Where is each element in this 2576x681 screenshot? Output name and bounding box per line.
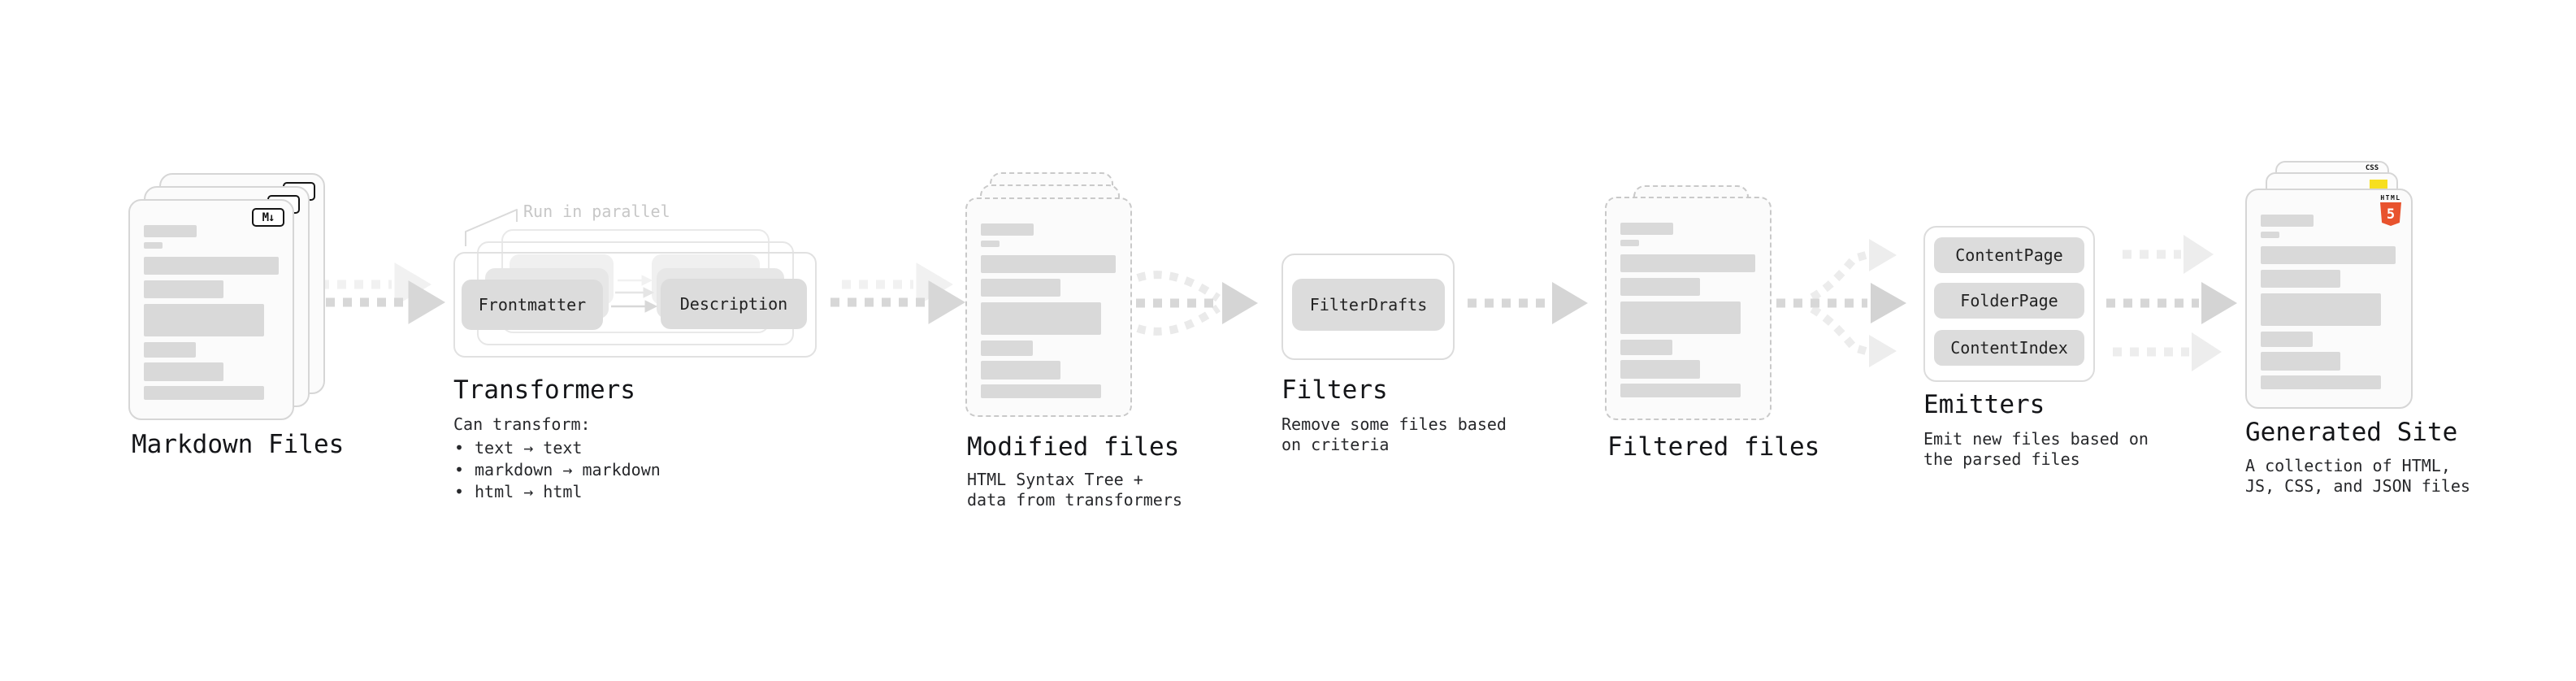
markdown-logo-icon: M↓ — [252, 208, 284, 227]
stage-title-markdown-files: Markdown Files — [132, 430, 345, 459]
desc-heading: Can transform: — [453, 414, 591, 434]
filters-description: Remove some files based on criteria — [1281, 414, 1507, 455]
stage-generated-site: CSS HTML 5 Generated Site A collection o… — [2245, 161, 2538, 510]
transformer-run-box-front — [453, 252, 817, 358]
frontmatter-pill: Frontmatter — [462, 280, 603, 330]
bullet-icon: • — [453, 460, 465, 479]
bullet-item: • text → text — [453, 438, 661, 458]
javascript-logo-icon — [2370, 180, 2387, 189]
html-document-front: HTML 5 — [2245, 189, 2413, 409]
generated-site-description: A collection of HTML, JS, CSS, and JSON … — [2245, 456, 2470, 497]
html5-logo-icon: HTML 5 — [2379, 194, 2403, 226]
desc-line: HTML Syntax Tree + — [967, 470, 1143, 489]
desc-line: A collection of HTML, — [2245, 456, 2451, 475]
stage-title-emitters: Emitters — [1923, 390, 2045, 419]
document-text-placeholder — [967, 199, 1130, 415]
annotation-connector-icon — [465, 209, 518, 246]
pill-flow-arrows-icon — [611, 275, 658, 313]
stage-title-modified-files: Modified files — [967, 432, 1180, 462]
html5-logo-number: 5 — [2386, 206, 2396, 223]
desc-line: the parsed files — [1923, 449, 2080, 469]
run-in-parallel-annotation: Run in parallel — [523, 202, 670, 221]
transformers-description: Can transform: • text → text • markdown … — [453, 414, 661, 502]
arrow-markdown-to-transformers-icon — [309, 262, 445, 324]
contentpage-pill: ContentPage — [1934, 237, 2084, 273]
bullet-text: markdown → markdown — [475, 460, 661, 479]
stage-title-generated-site: Generated Site — [2245, 418, 2458, 447]
contentindex-pill: ContentIndex — [1934, 330, 2084, 366]
arrow-filters-to-filtered-icon — [1468, 282, 1588, 324]
modified-document-front — [965, 197, 1132, 417]
modified-files-description: HTML Syntax Tree + data from transformer… — [967, 470, 1182, 510]
desc-line: Remove some files based — [1281, 414, 1507, 434]
stage-title-transformers: Transformers — [453, 375, 635, 405]
stage-markdown-files: M↓ M↓ M↓ Markdown Files — [128, 173, 421, 498]
description-pill: Description — [661, 279, 807, 329]
desc-line: Emit new files based on — [1923, 429, 2149, 449]
css-logo-text: CSS — [2365, 164, 2379, 172]
stage-emitters: ContentPage FolderPage ContentIndex Emit… — [1923, 226, 2151, 502]
markdown-document-front: M↓ — [128, 199, 294, 420]
filtered-document-front — [1605, 197, 1772, 420]
stage-filters: FilterDrafts Filters Remove some files b… — [1281, 254, 1509, 497]
folderpage-pill: FolderPage — [1934, 283, 2084, 319]
bullet-item: • html → html — [453, 482, 661, 502]
arrow-emitters-to-site-icon — [2106, 235, 2237, 371]
desc-line: on criteria — [1281, 435, 1390, 454]
bullet-item: • markdown → markdown — [453, 460, 661, 480]
bullet-icon: • — [453, 482, 465, 501]
stage-title-filters: Filters — [1281, 375, 1388, 405]
emitters-description: Emit new files based on the parsed files — [1923, 429, 2149, 470]
document-text-placeholder — [2247, 190, 2411, 407]
arrow-split-to-emitters-icon — [1776, 239, 1906, 367]
stage-modified-files: Modified files HTML Syntax Tree + data f… — [965, 172, 1234, 514]
desc-line: data from transformers — [967, 490, 1182, 510]
html5-logo-text: HTML — [2380, 194, 2401, 202]
document-text-placeholder — [1607, 198, 1770, 419]
arrow-merge-to-filters-icon — [1136, 271, 1258, 336]
document-text-placeholder — [130, 201, 293, 419]
desc-line: JS, CSS, and JSON files — [2245, 476, 2470, 496]
arrow-transformers-to-modified-icon — [830, 262, 965, 324]
bullet-text: html → html — [475, 482, 583, 501]
stage-transformers: Run in parallel Frontmatter Description … — [453, 199, 835, 540]
stage-filtered-files: Filtered files — [1605, 185, 1849, 510]
bullet-text: text → text — [475, 438, 583, 458]
filterdrafts-pill: FilterDrafts — [1292, 279, 1445, 331]
stage-title-filtered-files: Filtered files — [1607, 432, 1820, 462]
bullet-icon: • — [453, 438, 465, 458]
